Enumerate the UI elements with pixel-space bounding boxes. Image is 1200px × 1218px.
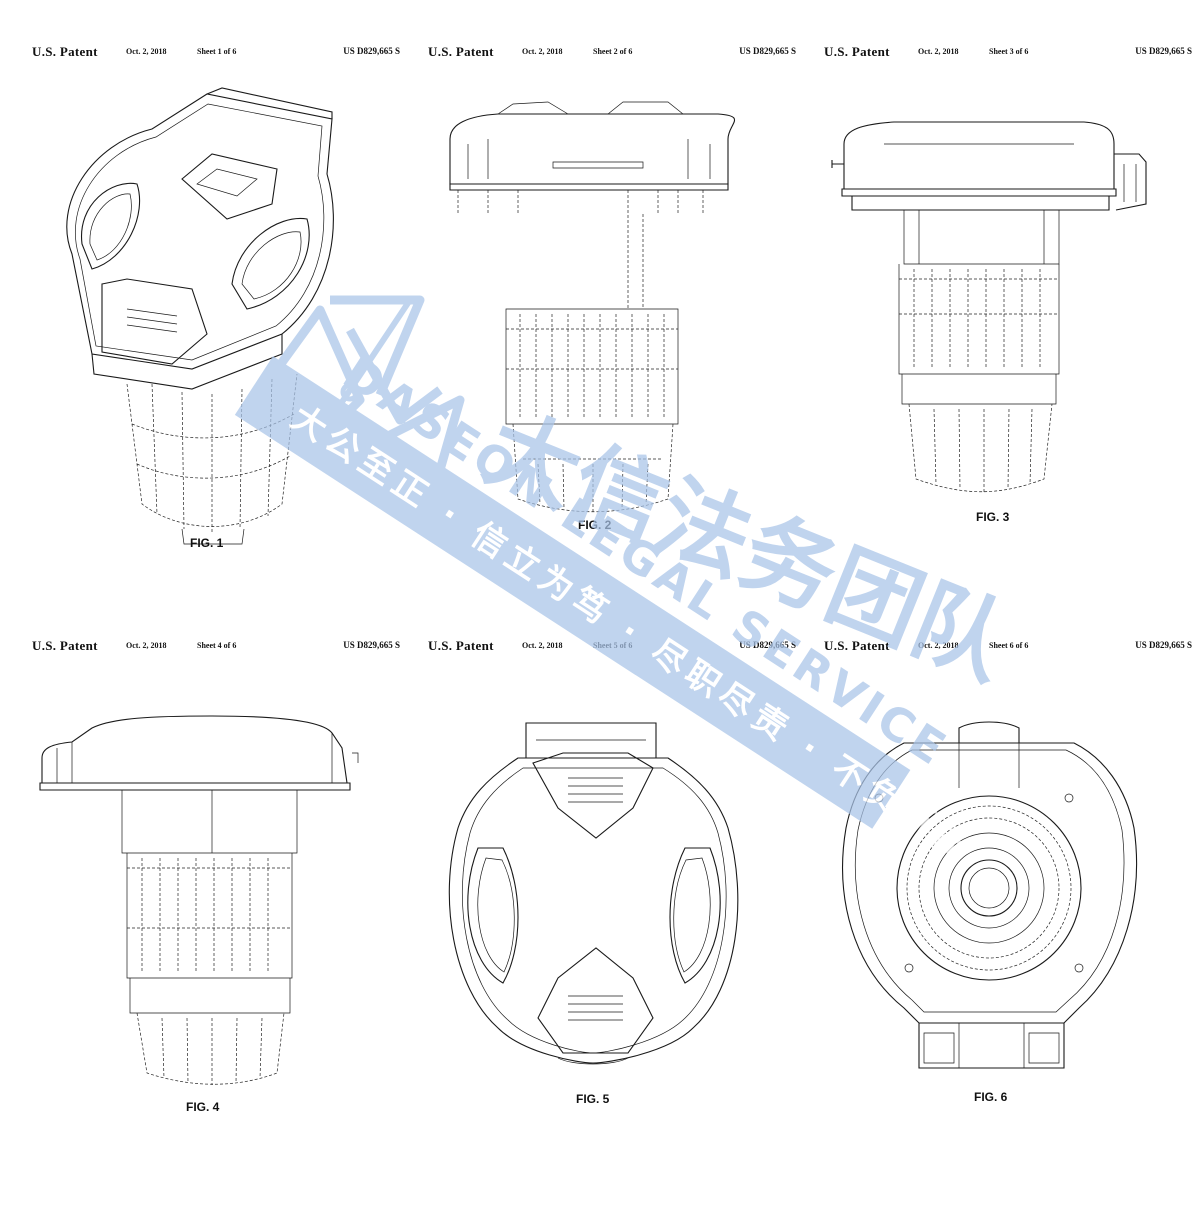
sheet-number: Sheet 3 of 6 bbox=[989, 47, 1029, 56]
patent-label: U.S. Patent bbox=[32, 44, 98, 59]
patent-number: US D829,665 S bbox=[1135, 46, 1192, 56]
patent-date: Oct. 2, 2018 bbox=[918, 47, 959, 56]
sheet-header: U.S. Patent Oct. 2, 2018 Sheet 1 of 6 US… bbox=[32, 44, 428, 64]
patent-date: Oct. 2, 2018 bbox=[522, 47, 563, 56]
patent-number: US D829,665 S bbox=[739, 640, 796, 650]
patent-sheet-6: U.S. Patent Oct. 2, 2018 Sheet 6 of 6 US… bbox=[824, 638, 1200, 1218]
patent-date: Oct. 2, 2018 bbox=[126, 47, 167, 56]
patent-date: Oct. 2, 2018 bbox=[522, 641, 563, 650]
patent-number: US D829,665 S bbox=[1135, 640, 1192, 650]
fig-1-perspective-drawing bbox=[66, 87, 334, 545]
sheet-header: U.S. Patent Oct. 2, 2018 Sheet 6 of 6 US… bbox=[824, 638, 1200, 658]
sheet-number: Sheet 6 of 6 bbox=[989, 641, 1029, 650]
fig-3-side-elevation-drawing bbox=[831, 121, 1147, 493]
patent-label: U.S. Patent bbox=[824, 44, 890, 59]
sheet-header: U.S. Patent Oct. 2, 2018 Sheet 3 of 6 US… bbox=[824, 44, 1200, 64]
figure-label: FIG. 1 bbox=[190, 536, 224, 550]
fig-6-bottom-plan-drawing bbox=[842, 721, 1137, 1069]
patent-label: U.S. Patent bbox=[428, 44, 494, 59]
figure-label: FIG. 4 bbox=[186, 1100, 220, 1114]
figure-label: FIG. 6 bbox=[974, 1090, 1008, 1104]
figure-label: FIG. 5 bbox=[576, 1092, 610, 1106]
patent-date: Oct. 2, 2018 bbox=[918, 641, 959, 650]
patent-sheet-1: U.S. Patent Oct. 2, 2018 Sheet 1 of 6 US… bbox=[32, 44, 428, 624]
fig-5-top-plan-drawing bbox=[448, 722, 739, 1065]
patent-sheet-5: U.S. Patent Oct. 2, 2018 Sheet 5 of 6 US… bbox=[428, 638, 824, 1218]
fig-4-side-elevation-drawing bbox=[39, 715, 359, 1085]
sheet-number: Sheet 4 of 6 bbox=[197, 641, 237, 650]
patent-label: U.S. Patent bbox=[32, 638, 98, 653]
patent-label: U.S. Patent bbox=[428, 638, 494, 653]
sheet-header: U.S. Patent Oct. 2, 2018 Sheet 4 of 6 US… bbox=[32, 638, 428, 658]
patent-number: US D829,665 S bbox=[343, 640, 400, 650]
patent-sheet-4: U.S. Patent Oct. 2, 2018 Sheet 4 of 6 US… bbox=[32, 638, 428, 1218]
patent-date: Oct. 2, 2018 bbox=[126, 641, 167, 650]
patent-number: US D829,665 S bbox=[739, 46, 796, 56]
patent-label: U.S. Patent bbox=[824, 638, 890, 653]
patent-sheet-2: U.S. Patent Oct. 2, 2018 Sheet 2 of 6 US… bbox=[428, 44, 824, 624]
sheet-number: Sheet 2 of 6 bbox=[593, 47, 633, 56]
sheet-number: Sheet 5 of 6 bbox=[593, 641, 633, 650]
sheet-number: Sheet 1 of 6 bbox=[197, 47, 237, 56]
patent-number: US D829,665 S bbox=[343, 46, 400, 56]
fig-2-front-elevation-drawing bbox=[449, 101, 736, 513]
sheet-header: U.S. Patent Oct. 2, 2018 Sheet 2 of 6 US… bbox=[428, 44, 824, 64]
figure-label: FIG. 2 bbox=[578, 518, 612, 532]
figure-label: FIG. 3 bbox=[976, 510, 1010, 524]
patent-sheet-3: U.S. Patent Oct. 2, 2018 Sheet 3 of 6 US… bbox=[824, 44, 1200, 624]
sheet-header: U.S. Patent Oct. 2, 2018 Sheet 5 of 6 US… bbox=[428, 638, 824, 658]
